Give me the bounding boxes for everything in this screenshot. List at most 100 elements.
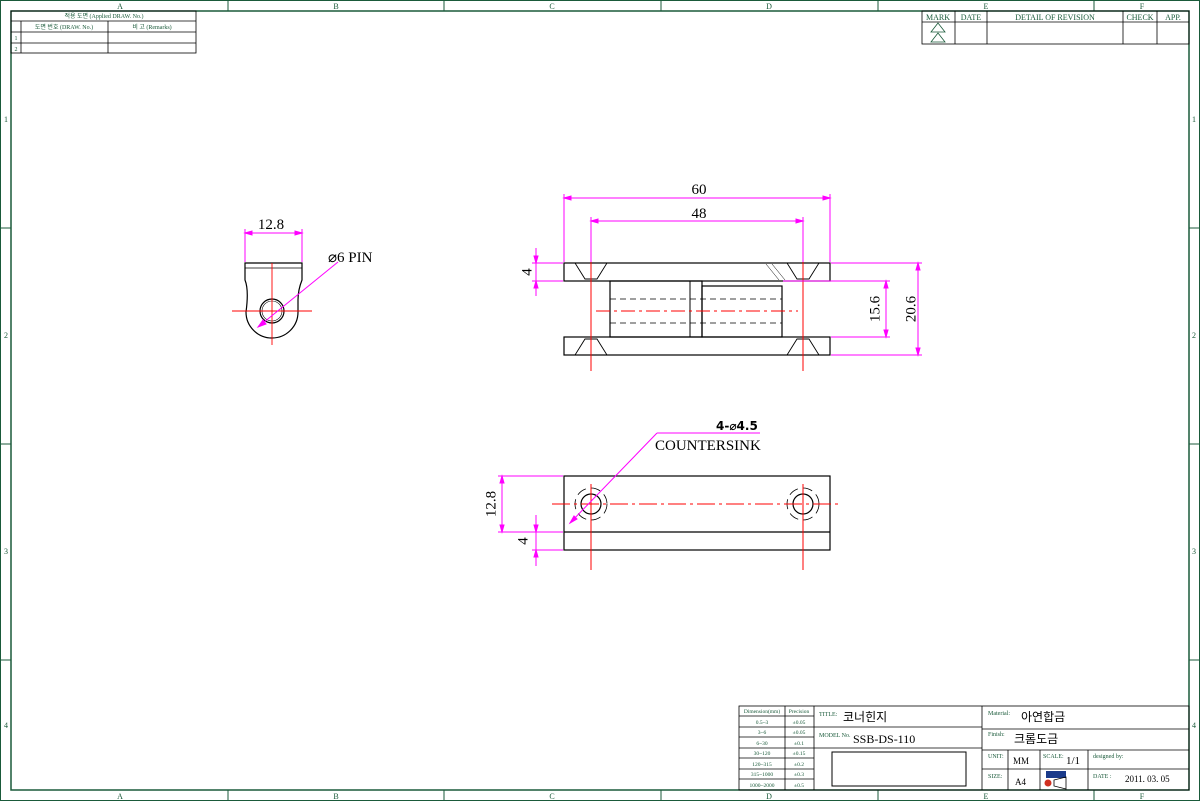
- col-label: C: [549, 2, 554, 11]
- col-label: B: [333, 2, 338, 11]
- hole-center-lines: [590, 246, 804, 371]
- col-label: A: [117, 2, 123, 11]
- col-label: F: [1140, 2, 1145, 11]
- frame-labels: A B C D E F A B C D E F 1 2 3 4 1 2 3 4: [4, 2, 1196, 801]
- applied-remarks-header: 비 고 (Remarks): [132, 23, 171, 31]
- scale-value: 1/1: [1066, 755, 1080, 767]
- col-label: D: [766, 792, 772, 801]
- front-view: 60 48 4 15.6: [519, 182, 922, 371]
- total-height-dimension: [831, 261, 922, 357]
- revision-triangle-icon: [930, 22, 946, 43]
- col-label: D: [766, 2, 772, 11]
- scale-label: SCALE:: [1043, 754, 1064, 760]
- size-value: A4: [1015, 777, 1026, 787]
- title-label: TITLE:: [819, 712, 838, 718]
- hole-spacing-dimension: [589, 217, 805, 262]
- applied-row-number: 2: [15, 47, 18, 53]
- projection-symbol-icon: [1044, 771, 1067, 790]
- col-label: F: [1140, 792, 1145, 801]
- side-width-dimension: [243, 229, 304, 262]
- tolerance-range: 0.5~3: [756, 720, 769, 726]
- applied-draw-no-header: 도면 번호 (DRAW. No.): [35, 23, 93, 31]
- tolerance-range: 315~1000: [751, 772, 773, 778]
- plate-thickness-dim-text: 4: [519, 268, 535, 276]
- title-block: Dimension(mm) Precision 0.5~3 ±0.05 3~6 …: [738, 705, 1190, 791]
- revision-check-header: CHECK: [1126, 13, 1153, 22]
- knuckle-height-dimension: [783, 279, 890, 339]
- tolerance-range: 30~120: [754, 751, 771, 757]
- tolerance-precision: ±0.5: [794, 783, 804, 789]
- title-value: 코너힌지: [843, 710, 887, 724]
- unit-value: MM: [1013, 756, 1029, 766]
- top-view-outline: [563, 475, 831, 551]
- revision-date-header: DATE: [961, 13, 982, 22]
- top-width-dimension: [498, 474, 563, 534]
- row-label: 4: [4, 721, 8, 730]
- side-view-outline: [244, 262, 303, 339]
- top-view: 4-⌀4.5 COUNTERSINK 12.8 4: [483, 419, 842, 570]
- tolerance-range: 3~6: [758, 730, 767, 736]
- row-label: 3: [1192, 547, 1196, 556]
- size-label: SIZE:: [988, 774, 1003, 780]
- col-label: A: [117, 792, 123, 801]
- tolerance-precision: ±0.05: [793, 720, 806, 726]
- material-label: Material:: [988, 711, 1010, 717]
- bottom-plate: [563, 336, 831, 356]
- top-thickness-dimension: [532, 515, 563, 566]
- model-label: MODEL No.: [819, 733, 851, 739]
- hole-center-lines: [590, 484, 804, 570]
- col-label: C: [549, 792, 554, 801]
- row-label: 2: [4, 331, 8, 340]
- top-plate: [563, 262, 831, 282]
- col-label: B: [333, 792, 338, 801]
- finish-label: Finish:: [988, 732, 1005, 738]
- countersink-label: COUNTERSINK: [655, 438, 761, 454]
- tolerance-header-dimension: Dimension(mm): [744, 708, 781, 715]
- countersink-profiles: [574, 262, 820, 356]
- applied-row-number: 1: [15, 36, 18, 42]
- applied-drawing-block: 적용 도면 (Applied DRAW. No.) 도면 번호 (DRAW. N…: [10, 10, 197, 54]
- countersink-leader: [568, 432, 760, 525]
- side-view: 12.8 ⌀6 PIN: [232, 217, 373, 345]
- date-label: DATE :: [1093, 774, 1112, 780]
- top-width-dim-text: 12.8: [483, 491, 499, 517]
- side-width-dim-text: 12.8: [258, 217, 284, 233]
- tolerance-precision: ±0.2: [794, 762, 804, 768]
- revision-detail-header: DETAIL OF REVISION: [1015, 13, 1095, 22]
- hole-spec-label: 4-⌀4.5: [716, 419, 758, 433]
- tolerance-precision: ±0.3: [794, 772, 804, 778]
- date-value: 2011. 03. 05: [1125, 774, 1170, 784]
- tolerance-range: 120~315: [752, 762, 772, 768]
- row-label: 1: [1192, 115, 1196, 124]
- material-value: 아연합금: [1021, 710, 1065, 724]
- row-label: 1: [4, 115, 8, 124]
- hole-spacing-dim-text: 48: [692, 206, 707, 222]
- pin-label: ⌀6 PIN: [328, 250, 373, 266]
- tolerance-header-precision: Precision: [789, 709, 810, 715]
- tolerance-precision: ±0.05: [793, 730, 806, 736]
- applied-title: 적용 도면 (Applied DRAW. No.): [64, 12, 143, 20]
- overall-length-dim-text: 60: [692, 182, 707, 198]
- designed-by-label: designed by:: [1093, 754, 1124, 760]
- finish-value: 크롬도금: [1014, 732, 1058, 746]
- revision-block: MARK DATE DETAIL OF REVISION CHECK APP.: [921, 10, 1190, 45]
- tolerance-range: 6~30: [756, 741, 767, 747]
- plate-thickness-dimension: [532, 248, 563, 296]
- knuckle-height-dim-text: 15.6: [867, 295, 883, 322]
- tolerance-precision: ±0.15: [793, 751, 806, 757]
- pin-leader: [256, 261, 339, 329]
- top-thickness-dim-text: 4: [515, 537, 531, 545]
- model-value: SSB-DS-110: [853, 732, 915, 746]
- revision-mark-header: MARK: [926, 13, 950, 22]
- overall-length-dimension: [562, 194, 832, 262]
- hinge-knuckle-left: [609, 280, 703, 338]
- col-label: E: [984, 2, 989, 11]
- unit-label: UNIT:: [988, 754, 1004, 760]
- revision-app-header: APP.: [1165, 13, 1181, 22]
- total-height-dim-text: 20.6: [903, 295, 919, 322]
- col-label: E: [984, 792, 989, 801]
- row-label: 2: [1192, 331, 1196, 340]
- tolerance-range: 1000~2000: [750, 783, 775, 789]
